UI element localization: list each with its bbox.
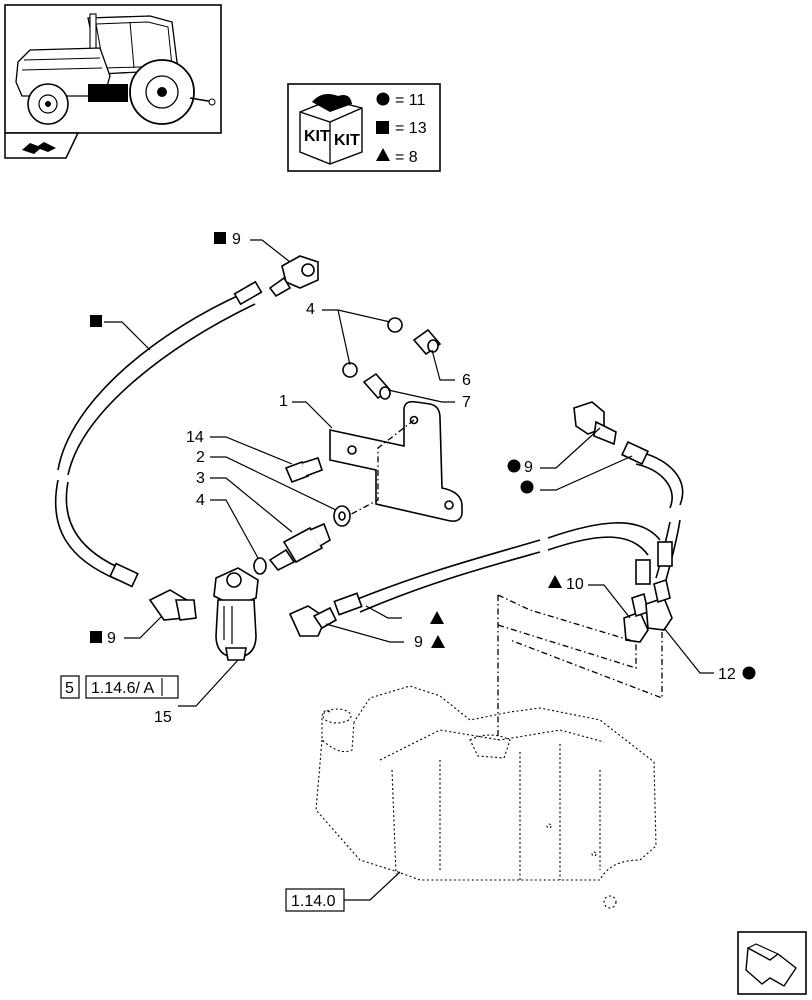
- page-turn-icon[interactable]: [4, 132, 80, 159]
- callout-sq9-bot: 9: [107, 630, 116, 647]
- kit-legend: KIT KIT = 11 = 13 = 8: [287, 83, 441, 172]
- hose-left: [54, 280, 263, 588]
- kit-triangle-count: = 8: [395, 149, 418, 166]
- circle-marker-12: [742, 666, 756, 680]
- quick-coupler-mid: [288, 605, 338, 637]
- callout-2: 2: [196, 449, 205, 466]
- callout-3: 3: [196, 470, 205, 487]
- callout-14: 14: [186, 429, 204, 446]
- triangle-symbol: [376, 148, 390, 161]
- bracket-part-1: [329, 400, 463, 522]
- fitting-part-7: [362, 372, 392, 400]
- square-marker-bot: [90, 631, 102, 643]
- bolt-part-14: [284, 457, 324, 484]
- circle-marker-hose: [520, 480, 534, 494]
- kit-word-1: KIT: [304, 128, 330, 145]
- hose-upper-right: [621, 440, 684, 585]
- quick-coupler-top: [268, 255, 319, 298]
- reference-box-1-14-6[interactable]: 5 1.14.6/ A: [60, 675, 179, 699]
- callout-9tri: 9: [414, 634, 423, 651]
- quick-coupler-left: [148, 589, 197, 621]
- o-ring-part-4-mid: [253, 557, 267, 575]
- ref-1-14-0: 1.14.0: [291, 893, 336, 910]
- callout-12circ: 12: [718, 666, 736, 683]
- circle-marker: [507, 459, 521, 473]
- fitting-part-6: [412, 328, 442, 356]
- hose-right: [333, 522, 661, 616]
- triangle-marker-9: [431, 635, 445, 648]
- callouts: 9 4 6 7 1 14 2 3 4 9 10 9 9 12 5 1.14.6/…: [60, 231, 756, 912]
- kit-square-count: = 13: [395, 120, 427, 137]
- circle-symbol: [376, 92, 390, 106]
- reference-box-1-14-0[interactable]: 1.14.0: [285, 888, 345, 912]
- fuel-filter-part-15: [213, 567, 259, 661]
- quick-coupler-upper-right: [573, 401, 617, 446]
- callout-circ9: 9: [524, 459, 533, 476]
- square-marker: [214, 232, 226, 244]
- kit-box-icon: KIT KIT: [299, 94, 363, 165]
- o-ring-part-4-a: [387, 317, 403, 333]
- tractor-thumbnail-icon: [4, 4, 222, 134]
- next-page-arrow-icon[interactable]: [737, 931, 807, 995]
- quick-coupler-part-10: [623, 592, 649, 643]
- kit-word-2: KIT: [334, 132, 360, 149]
- ref-1-14-6: 1.14.6/ A: [91, 680, 154, 697]
- leader-lines: [104, 239, 714, 901]
- triangle-marker-hose: [430, 611, 444, 624]
- callout-4-top: 4: [306, 301, 315, 318]
- triangle-marker: [548, 575, 562, 588]
- callout-4-mid: 4: [196, 492, 205, 509]
- o-ring-part-4-b: [342, 362, 358, 378]
- callout-1: 1: [279, 393, 288, 410]
- fuel-tank: [315, 685, 657, 909]
- callout-7: 7: [462, 394, 471, 411]
- quick-coupler-part-12: [645, 578, 673, 631]
- kit-circle-count: = 11: [395, 92, 426, 109]
- callout-sq9-top: 9: [232, 231, 241, 248]
- adapter-part-3: [268, 522, 331, 572]
- square-symbol: [376, 121, 389, 134]
- callout-15: 15: [154, 709, 172, 726]
- ref-page-5: 5: [65, 680, 74, 697]
- callout-tri10: 10: [566, 576, 584, 593]
- callout-6: 6: [462, 372, 471, 389]
- square-marker-hose: [90, 315, 102, 327]
